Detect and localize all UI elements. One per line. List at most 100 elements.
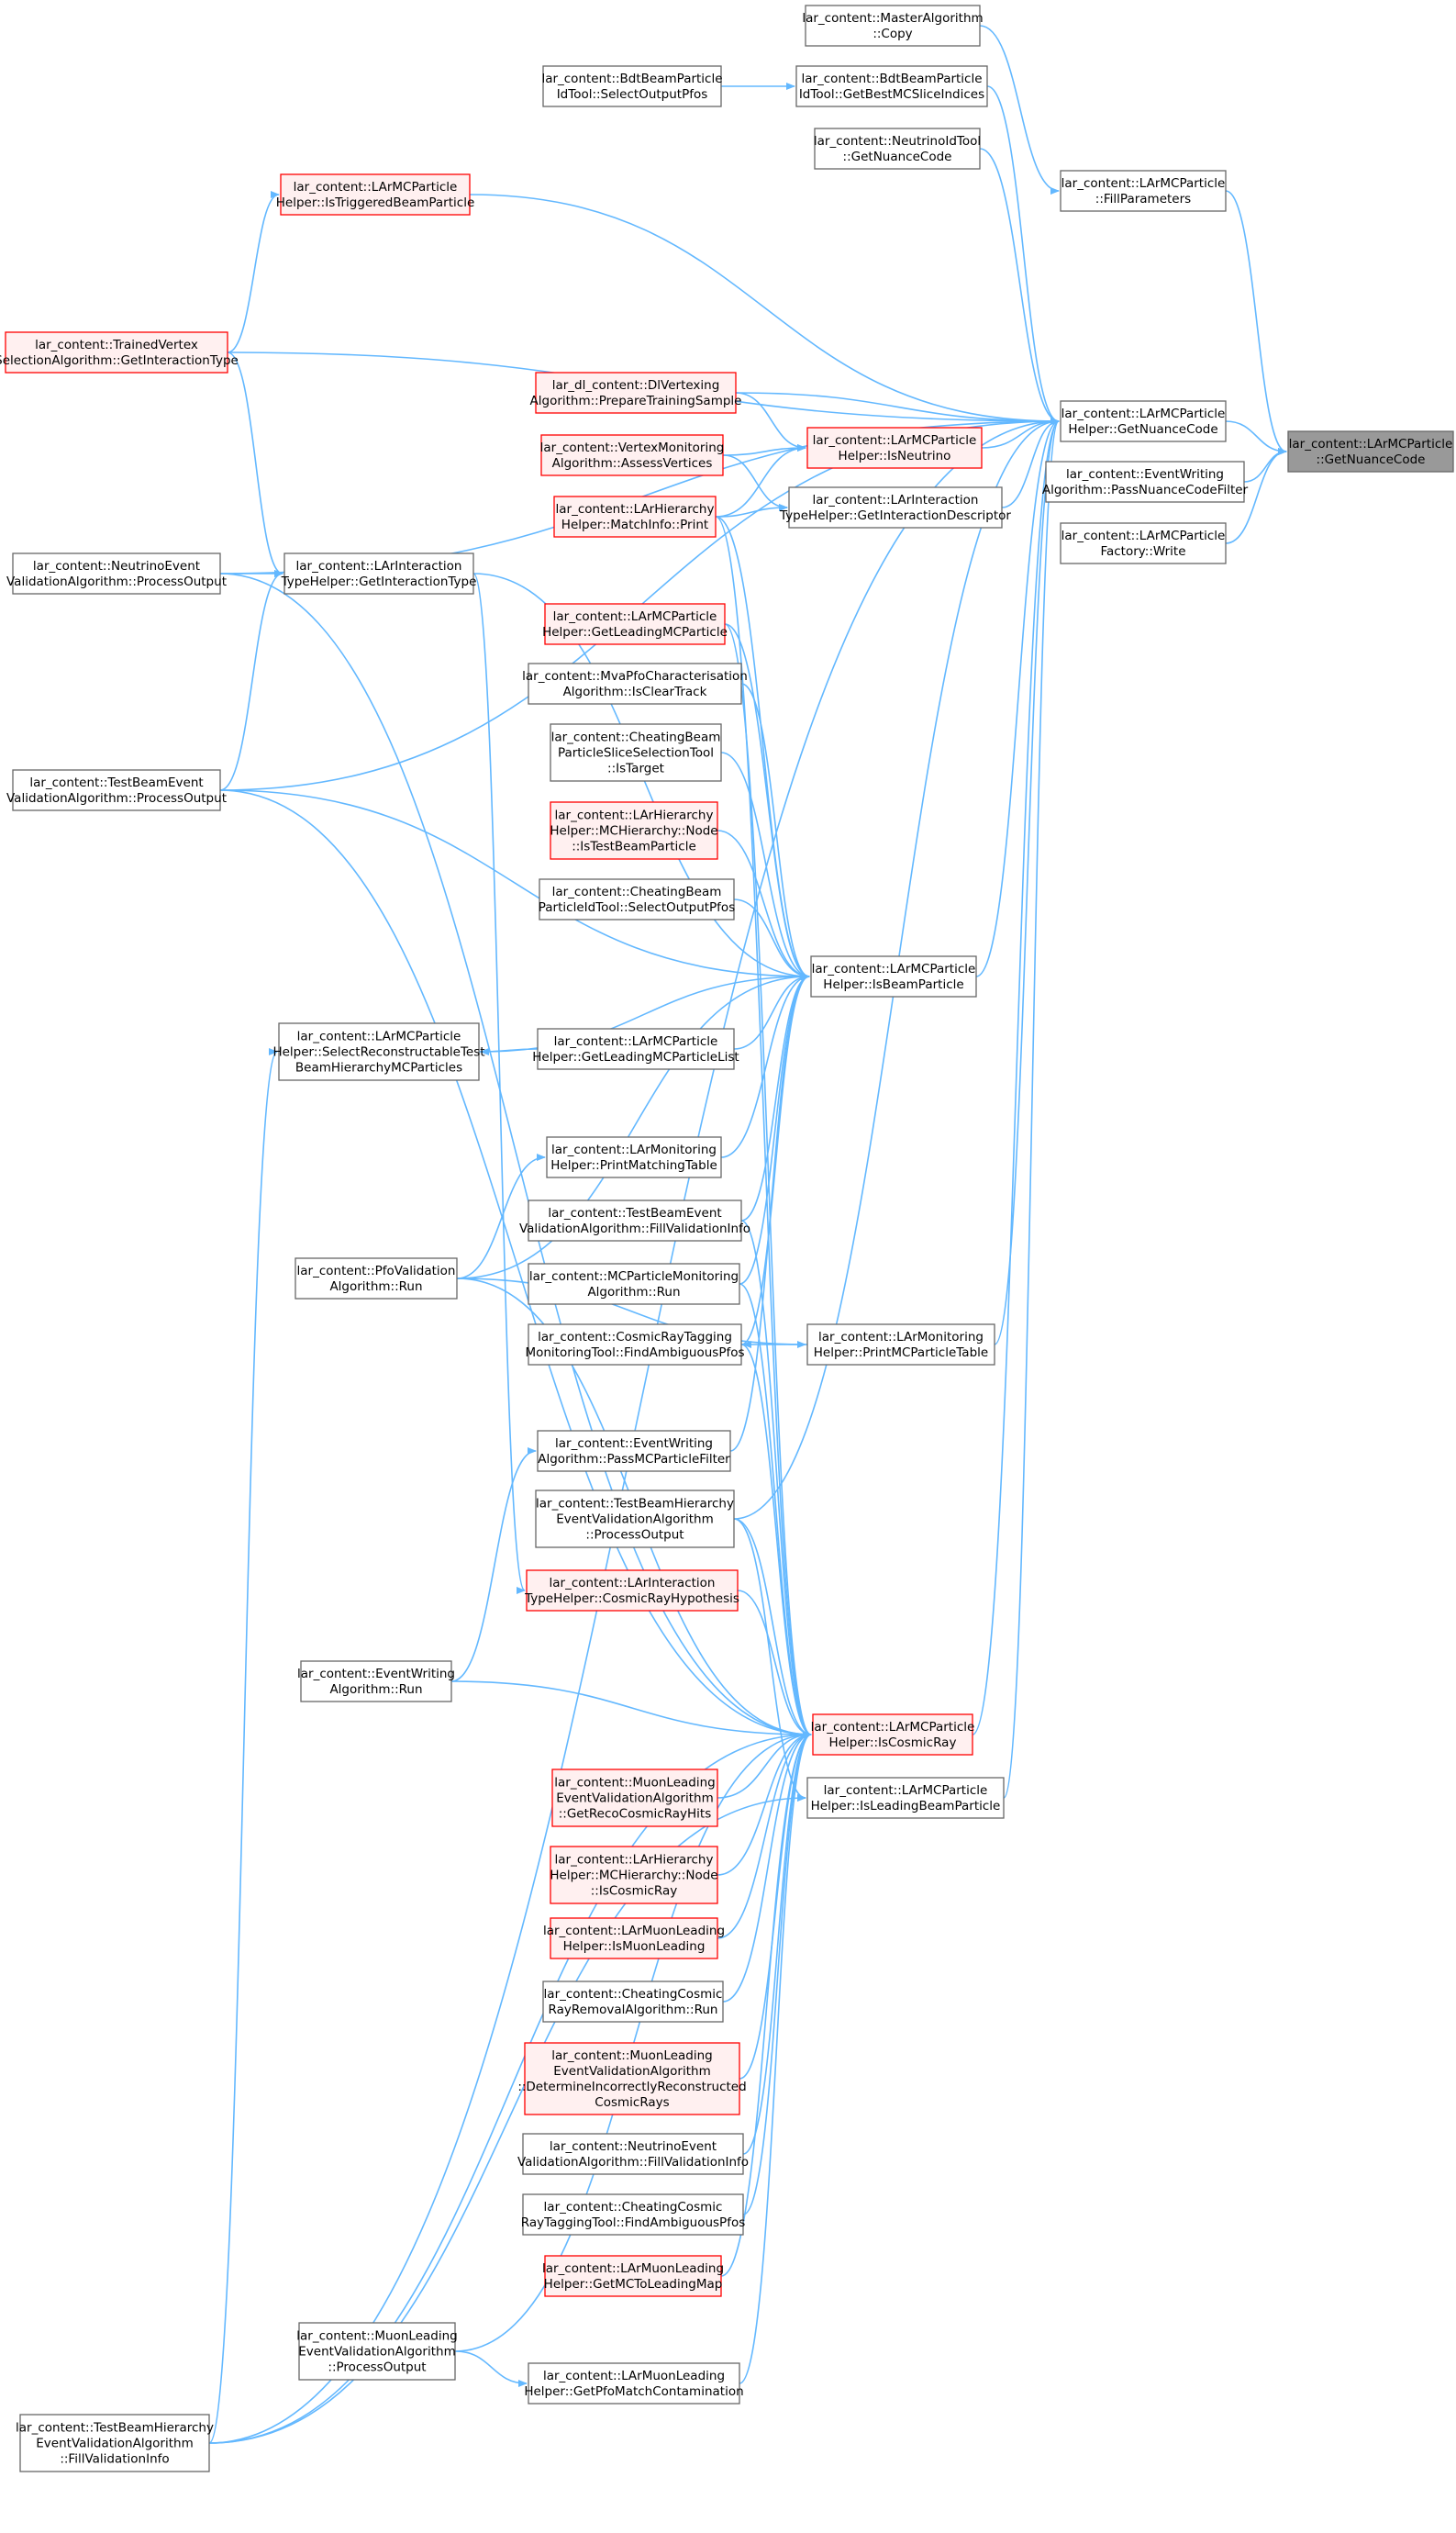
node-muonGetReco[interactable]: lar_content::MuonLeadingEventValidationA…	[551, 1769, 718, 1827]
node-getLeadingList[interactable]: lar_content::LArMCParticleHelper::GetLea…	[532, 1028, 739, 1070]
node-label-line: ::IsCosmicRay	[591, 1884, 678, 1899]
node-label-line: Helper::MCHierarchy::Node	[550, 1869, 717, 1883]
node-bdtBest[interactable]: lar_content::BdtBeamParticleIdTool::GetB…	[795, 65, 988, 107]
node-box	[812, 1713, 973, 1756]
node-label-line: IdTool::SelectOutputPfos	[557, 87, 708, 102]
node-box	[12, 769, 221, 811]
node-getInterType[interactable]: lar_content::LArInteractionTypeHelper::G…	[281, 552, 477, 595]
edge-cheatBeamId-to-isBeam	[733, 898, 810, 980]
node-label-line: Helper::SelectReconstructableTest	[272, 1045, 484, 1060]
edge-tbEventProc-to-isBeam	[219, 789, 810, 980]
node-box	[283, 552, 474, 595]
node-isTriggered[interactable]: lar_content::LArMCParticleHelper::IsTrig…	[276, 173, 475, 216]
node-box	[546, 1136, 722, 1178]
node-getMCToLead[interactable]: lar_content::LArMuonLeadingHelper::GetMC…	[542, 2255, 724, 2297]
node-label-line: ValidationAlgorithm::ProcessOutput	[6, 575, 227, 589]
node-box	[540, 434, 724, 476]
node-label-line: EventValidationAlgorithm	[298, 2345, 455, 2360]
node-label-line: Algorithm::Run	[329, 1682, 422, 1697]
node-focus[interactable]: lar_content::LArMCParticle::GetNuanceCod…	[1287, 430, 1454, 473]
edge-trainedVertex-to-isTriggered	[227, 191, 280, 353]
node-box	[810, 955, 977, 998]
node-muonDetermine[interactable]: lar_content::MuonLeadingEventValidationA…	[517, 2042, 747, 2115]
node-mcHierNodeCR[interactable]: lar_content::LArHierarchyHelper::MCHiera…	[550, 1846, 718, 1904]
node-label-line: EventValidationAlgorithm	[553, 2064, 710, 2079]
node-mcPartMonRun[interactable]: lar_content::MCParticleMonitoringAlgorit…	[528, 1263, 740, 1305]
node-vertexMon[interactable]: lar_content::VertexMonitoringAlgorithm::…	[540, 434, 725, 476]
node-printMatching[interactable]: lar_content::LArMonitoringHelper::PrintM…	[546, 1136, 722, 1178]
node-printMCTable[interactable]: lar_content::LArMonitoringHelper::PrintM…	[806, 1323, 995, 1366]
node-label-line: ::IsTestBeamParticle	[572, 840, 696, 854]
node-label-line: lar_content::LArInteraction	[550, 1576, 716, 1590]
node-label-line: lar_dl_content::DlVertexing	[552, 378, 720, 393]
node-label-line: lar_content::MuonLeading	[296, 2329, 457, 2344]
node-label-line: lar_content::NeutrinoEvent	[550, 2139, 717, 2154]
node-passNuance[interactable]: lar_content::EventWritingAlgorithm::Pass…	[1042, 461, 1249, 503]
edge-passNuance-to-focus	[1243, 448, 1287, 483]
node-tbEventProc[interactable]: lar_content::TestBeamEventValidationAlgo…	[6, 769, 227, 811]
node-box	[550, 801, 718, 860]
node-isBeam[interactable]: lar_content::LArMCParticleHelper::IsBeam…	[810, 955, 977, 998]
node-box	[528, 1200, 742, 1242]
node-tbFillVal[interactable]: lar_content::TestBeamEventValidationAlgo…	[519, 1200, 750, 1242]
node-isCosmic[interactable]: lar_content::LArMCParticleHelper::IsCosm…	[811, 1713, 975, 1756]
node-cheatBeamId[interactable]: lar_content::CheatingBeamParticleIdTool:…	[539, 878, 735, 921]
node-label-line: lar_content::LArMuonLeading	[542, 2261, 724, 2276]
node-box	[806, 427, 983, 469]
node-cheatCRRemoval[interactable]: lar_content::CheatingCosmicRayRemovalAlg…	[542, 1981, 724, 2023]
node-tbHierFill[interactable]: lar_content::TestBeamHierarchyEventValid…	[16, 2414, 214, 2472]
node-nuFillVal[interactable]: lar_content::NeutrinoEventValidationAlgo…	[517, 2133, 749, 2175]
node-dlPrepare[interactable]: lar_dl_content::DlVertexingAlgorithm::Pr…	[530, 372, 742, 414]
node-label-line: lar_content::EventWriting	[297, 1667, 455, 1681]
node-box	[300, 1660, 452, 1702]
node-label-line: lar_content::LArInteraction	[296, 559, 462, 574]
node-box	[12, 552, 221, 595]
edge-factoryWrite-to-focus	[1225, 448, 1287, 544]
node-matchInfoPrint[interactable]: lar_content::LArHierarchyHelper::MatchIn…	[553, 496, 717, 538]
edge-ewRun-to-passMCFilter	[450, 1447, 537, 1682]
node-isLeadingBeam[interactable]: lar_content::LArMCParticleHelper::IsLead…	[806, 1777, 1005, 1819]
node-label-line: Helper::GetPfoMatchContamination	[524, 2384, 743, 2399]
node-mcHierNodeTB[interactable]: lar_content::LArHierarchyHelper::MCHiera…	[550, 801, 718, 860]
node-label-line: lar_content::CheatingBeam	[551, 731, 721, 745]
node-nuEventProc[interactable]: lar_content::NeutrinoEventValidationAlgo…	[6, 552, 227, 595]
node-tbHierProc[interactable]: lar_content::TestBeamHierarchyEventValid…	[535, 1490, 735, 1548]
node-getPfoContam[interactable]: lar_content::LArMuonLeadingHelper::GetPf…	[524, 2362, 744, 2405]
node-crTagMon[interactable]: lar_content::CosmicRayTaggingMonitoringT…	[525, 1323, 745, 1366]
node-mvaPfo[interactable]: lar_content::MvaPfoCharacterisationAlgor…	[522, 663, 748, 705]
node-box	[298, 2322, 456, 2381]
node-label-line: ::GetRecoCosmicRayHits	[559, 1807, 712, 1822]
node-nuIdTool[interactable]: lar_content::NeutrinoIdTool::GetNuanceCo…	[814, 128, 981, 170]
node-isNeutrino[interactable]: lar_content::LArMCParticleHelper::IsNeut…	[806, 427, 983, 469]
edge-tbFillVal-to-isCosmic	[740, 1220, 812, 1738]
node-bdtSelect[interactable]: lar_content::BdtBeamParticleIdTool::Sele…	[541, 65, 723, 107]
node-cheatSlice[interactable]: lar_content::CheatingBeamParticleSliceSe…	[550, 723, 722, 782]
node-passMCFilter[interactable]: lar_content::EventWritingAlgorithm::Pass…	[537, 1430, 731, 1472]
edge-bdtBest-to-getNuance	[986, 85, 1060, 425]
node-getInterDesc[interactable]: lar_content::LArInteractionTypeHelper::G…	[779, 486, 1011, 529]
edge-matchInfoPrint-to-isNeutrino	[715, 444, 806, 518]
node-box	[5, 331, 228, 374]
node-box	[553, 496, 717, 538]
node-label-line: SelectionAlgorithm::GetInteractionType	[0, 353, 239, 368]
node-selectRecon[interactable]: lar_content::LArMCParticleHelper::Select…	[272, 1022, 485, 1081]
node-label-line: lar_content::LArMonitoring	[818, 1330, 984, 1345]
node-getLeadingMC[interactable]: lar_content::LArMCParticleHelper::GetLea…	[542, 603, 728, 645]
node-box	[805, 5, 981, 47]
node-crHypo[interactable]: lar_content::LArInteractionTypeHelper::C…	[524, 1569, 739, 1612]
node-label-line: lar_content::LArInteraction	[813, 493, 979, 508]
node-trainedVertex[interactable]: lar_content::TrainedVertexSelectionAlgor…	[0, 331, 239, 374]
node-isMuonLeading[interactable]: lar_content::LArMuonLeadingHelper::IsMuo…	[543, 1917, 725, 1959]
node-label-line: Helper::GetMCToLeadingMap	[544, 2277, 723, 2292]
node-label-line: Helper::GetNuanceCode	[1068, 422, 1217, 437]
node-muonProc[interactable]: lar_content::MuonLeadingEventValidationA…	[296, 2322, 458, 2381]
node-fillParams[interactable]: lar_content::LArMCParticle::FillParamete…	[1060, 170, 1227, 212]
node-cheatCRTag[interactable]: lar_content::CheatingCosmicRayTaggingToo…	[521, 2193, 746, 2236]
node-masterCopy[interactable]: lar_content::MasterAlgorithm::Copy	[802, 5, 984, 47]
node-getNuance[interactable]: lar_content::LArMCParticleHelper::GetNua…	[1060, 400, 1227, 442]
node-label-line: MonitoringTool::FindAmbiguousPfos	[525, 1345, 744, 1360]
node-label-line: RayTaggingTool::FindAmbiguousPfos	[521, 2215, 746, 2230]
